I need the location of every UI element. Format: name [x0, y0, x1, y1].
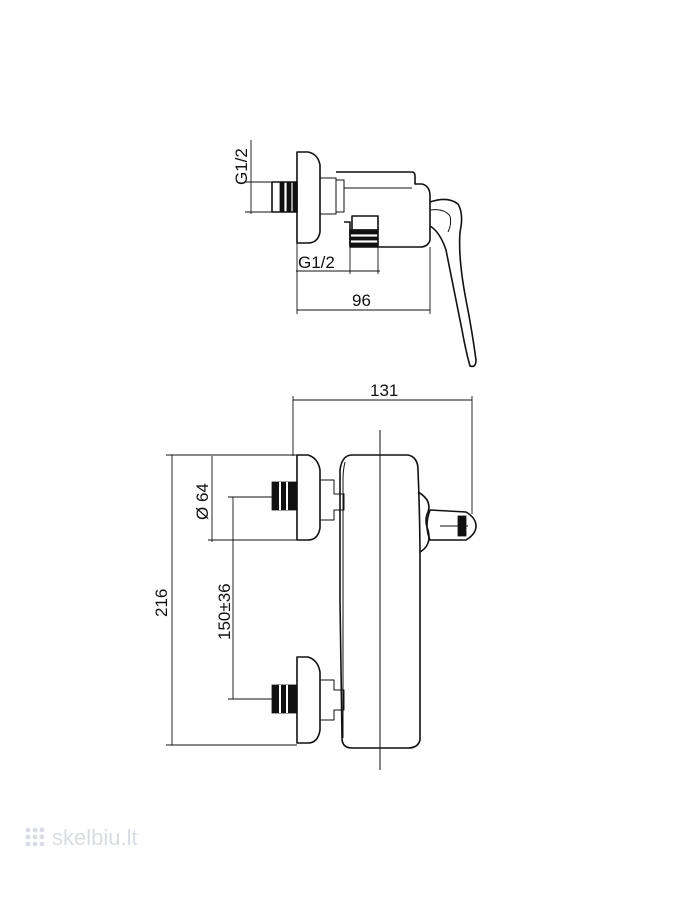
side-flange: [296, 151, 321, 244]
depth-label: 96: [352, 291, 371, 310]
front-body: [339, 454, 421, 749]
front-lower-flange: [296, 656, 321, 744]
front-lower-inlet-gaps: [279, 685, 288, 713]
side-flange-inner: [320, 177, 337, 215]
dim-diameter: [208, 456, 297, 542]
thread-top-label: G1/2: [232, 148, 251, 185]
watermark-icon: [25, 827, 45, 847]
front-lower-inlet: [271, 684, 298, 714]
front-upper-stub: [320, 479, 345, 521]
dim-depth: [296, 243, 431, 314]
side-lever: [429, 198, 477, 368]
front-lever-collar: [417, 491, 430, 553]
side-view: G1/2 G1/2 96: [232, 140, 477, 368]
spacing-label: 150±36: [215, 583, 234, 640]
side-outlet-thread-hatch: [349, 230, 379, 247]
side-flange-ring: [336, 179, 345, 213]
front-upper-inlet: [271, 481, 298, 511]
diameter-label: Ø 64: [193, 483, 212, 520]
width-label: 131: [370, 381, 398, 400]
dim-width: [292, 396, 473, 514]
dim-spacing: [228, 496, 272, 700]
side-lever-base: [429, 209, 452, 233]
side-inlet-thread-hatch: [279, 181, 298, 213]
dim-top-thread: [245, 140, 272, 214]
front-lever: [426, 509, 477, 541]
front-upper-inlet-gaps: [279, 482, 288, 510]
height-label: 216: [152, 589, 171, 617]
dim-height: [166, 454, 297, 746]
watermark-text: skelbiu.lt: [52, 825, 138, 850]
front-body-inner: [342, 461, 346, 738]
thread-bottom-label: G1/2: [298, 253, 335, 272]
dim-bottom-thread: [296, 246, 380, 274]
front-upper-flange: [296, 454, 321, 541]
front-lower-stub: [320, 679, 345, 721]
front-lever-tip: [457, 515, 467, 537]
side-body: [336, 171, 431, 248]
front-view: 131 216 Ø 64 150±36: [152, 381, 477, 770]
watermark: skelbiu.lt: [25, 825, 138, 850]
